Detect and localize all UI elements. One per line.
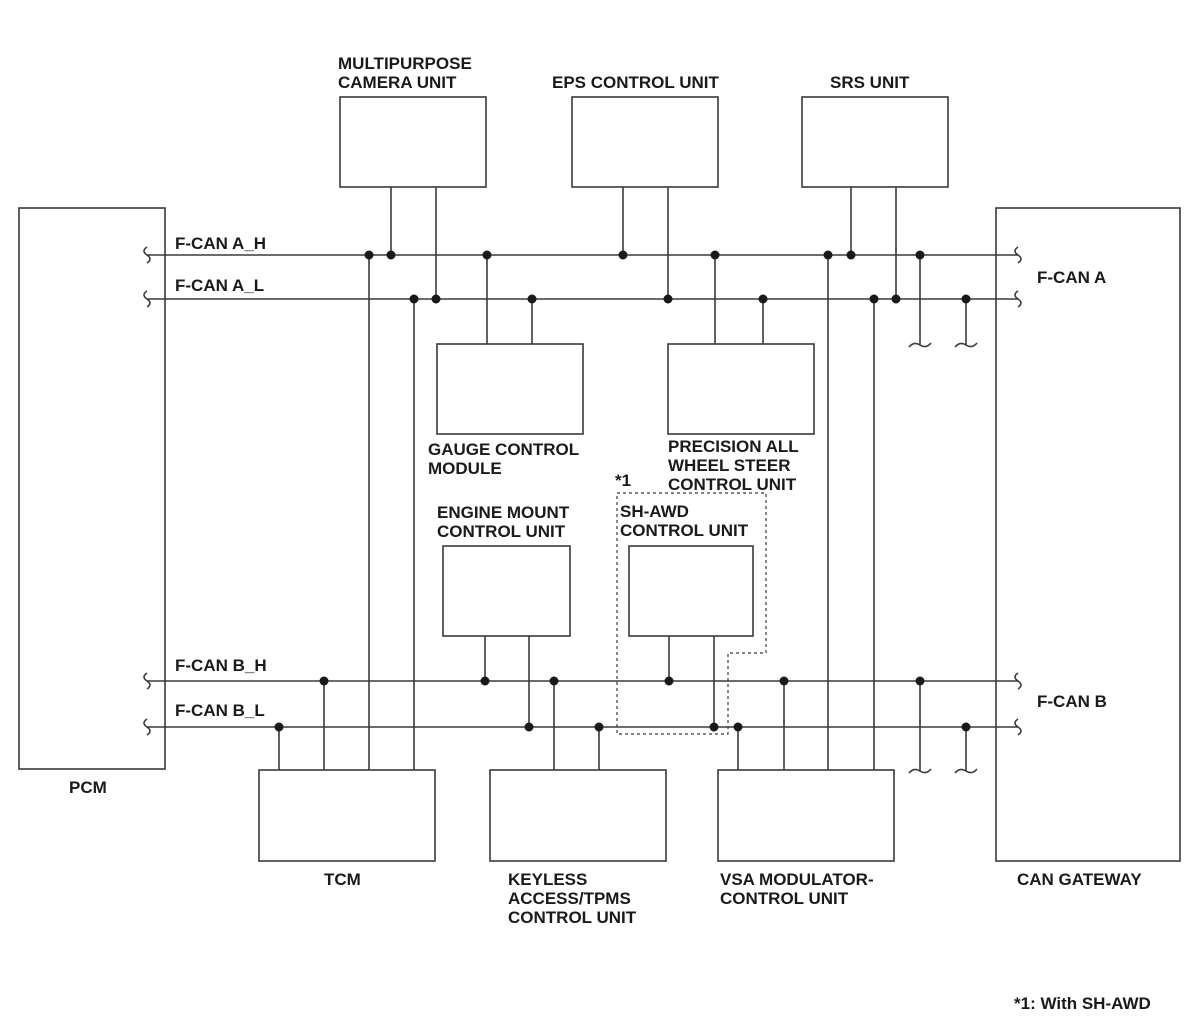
junction-dot bbox=[364, 250, 374, 260]
engine-mount-label: ENGINE MOUNT CONTROL UNIT bbox=[437, 503, 570, 541]
srs-label: SRS UNIT bbox=[830, 73, 910, 92]
junction-dot bbox=[409, 294, 419, 304]
break-mark bbox=[1014, 290, 1022, 308]
sh-awd-marker: *1 bbox=[615, 471, 632, 490]
gauge-box bbox=[436, 343, 584, 435]
multipurpose-camera-box bbox=[339, 96, 487, 188]
break-mark bbox=[1014, 246, 1022, 264]
stub-end-mark bbox=[908, 342, 932, 348]
bus-label-can-a-l: F-CAN A_L bbox=[175, 276, 265, 295]
gauge-label: GAUGE CONTROL MODULE bbox=[428, 440, 580, 478]
junction-dot bbox=[846, 250, 856, 260]
junction-dot bbox=[618, 250, 628, 260]
tcm-label: TCM bbox=[324, 870, 361, 889]
vsa-box bbox=[717, 769, 895, 862]
junction-dot bbox=[915, 676, 925, 686]
junction-dot bbox=[709, 722, 719, 732]
break-mark bbox=[143, 718, 151, 736]
engine-mount-box bbox=[442, 545, 571, 637]
junction-dot bbox=[274, 722, 284, 732]
junction-dot bbox=[431, 294, 441, 304]
srs-box bbox=[801, 96, 949, 188]
junction-dot bbox=[961, 722, 971, 732]
bus-label-can-b: F-CAN B bbox=[1037, 692, 1107, 711]
junction-dot bbox=[549, 676, 559, 686]
eps-label: EPS CONTROL UNIT bbox=[552, 73, 719, 92]
junction-dot bbox=[594, 722, 604, 732]
eps-box bbox=[571, 96, 719, 188]
junction-dot bbox=[710, 250, 720, 260]
bus-label-can-b-l: F-CAN B_L bbox=[175, 701, 265, 720]
can-gateway-box bbox=[995, 207, 1181, 862]
vsa-label: VSA MODULATOR- CONTROL UNIT bbox=[720, 870, 874, 908]
junction-dot bbox=[961, 294, 971, 304]
bus-label-can-a: F-CAN A bbox=[1037, 268, 1107, 287]
junction-dot bbox=[758, 294, 768, 304]
break-mark bbox=[1014, 718, 1022, 736]
junction-dot bbox=[733, 722, 743, 732]
tcm-box bbox=[258, 769, 436, 862]
break-mark bbox=[143, 672, 151, 690]
junction-dot bbox=[869, 294, 879, 304]
stub-end-mark bbox=[908, 768, 932, 774]
junction-dot bbox=[319, 676, 329, 686]
junction-dot bbox=[480, 676, 490, 686]
break-mark bbox=[143, 246, 151, 264]
pcm-label: PCM bbox=[69, 778, 107, 797]
bus-label-can-b-h: F-CAN B_H bbox=[175, 656, 267, 675]
junction-dot bbox=[891, 294, 901, 304]
precision-aws-box bbox=[667, 343, 815, 435]
break-mark bbox=[143, 290, 151, 308]
junction-dot bbox=[663, 294, 673, 304]
bus-label-can-a-h: F-CAN A_H bbox=[175, 234, 266, 253]
sh-awd-label: SH-AWD CONTROL UNIT bbox=[620, 502, 749, 540]
junction-dot bbox=[779, 676, 789, 686]
footnote: *1: With SH-AWD bbox=[1014, 994, 1151, 1013]
junction-dot bbox=[386, 250, 396, 260]
sh-awd-box bbox=[628, 545, 754, 637]
can-gateway-label: CAN GATEWAY bbox=[1017, 870, 1142, 889]
multipurpose-camera-label: MULTIPURPOSE CAMERA UNIT bbox=[338, 54, 472, 92]
stub-end-mark bbox=[954, 768, 978, 774]
junction-dot bbox=[664, 676, 674, 686]
precision-aws-label: PRECISION ALL WHEEL STEER CONTROL UNIT bbox=[668, 437, 799, 494]
junction-dot bbox=[527, 294, 537, 304]
junction-dot bbox=[524, 722, 534, 732]
keyless-label: KEYLESS ACCESS/TPMS CONTROL UNIT bbox=[508, 870, 637, 927]
junction-dot bbox=[915, 250, 925, 260]
break-mark bbox=[1014, 672, 1022, 690]
pcm-box bbox=[18, 207, 166, 770]
junction-dot bbox=[482, 250, 492, 260]
stub-end-mark bbox=[954, 342, 978, 348]
keyless-box bbox=[489, 769, 667, 862]
junction-dot bbox=[823, 250, 833, 260]
